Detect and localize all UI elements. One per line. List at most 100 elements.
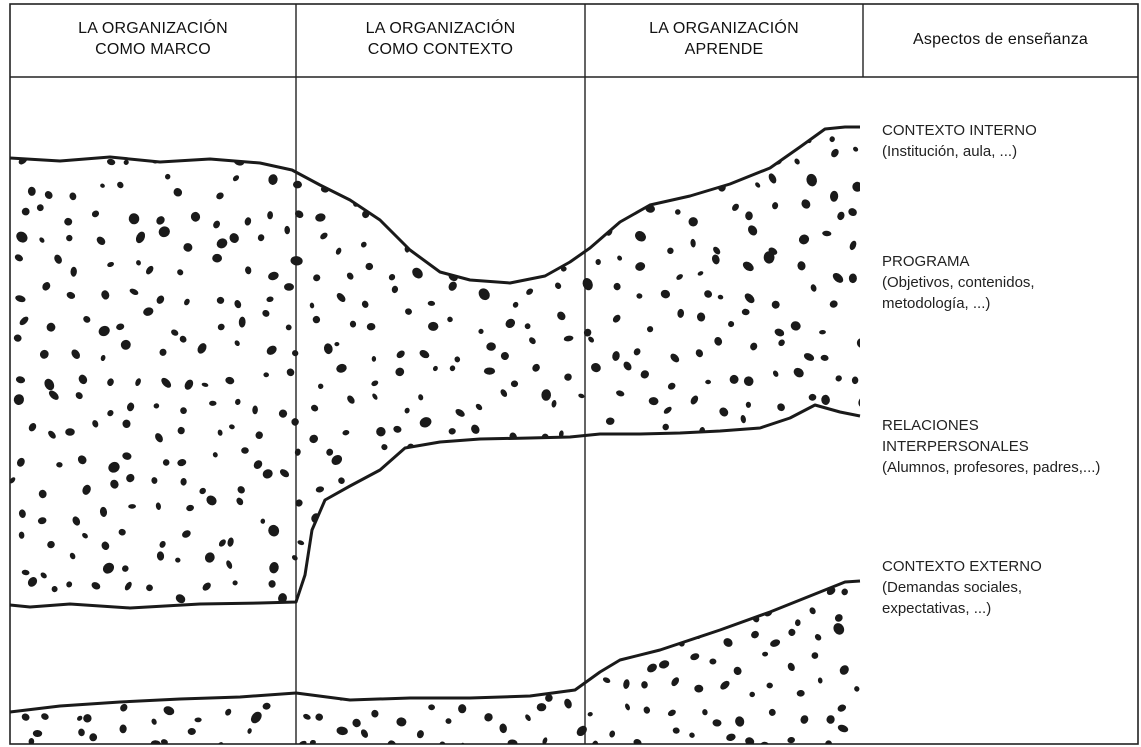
speckle-dot [100,354,106,362]
speckle-dot [164,173,171,180]
speckle-dot [644,435,655,445]
speckle-dot [720,529,727,536]
speckle-dot [482,268,490,275]
speckle-dot [714,604,720,612]
speckle-dot [151,718,157,725]
speckle-dot [98,325,110,337]
speckle-dot [440,472,448,479]
upper-region-top-boundary [9,125,860,285]
speckle-dot [446,584,454,592]
speckle-dot [292,350,299,357]
speckle-dot [82,532,88,539]
speckle-dot [93,633,100,641]
speckle-dot [585,600,596,612]
speckle-dot [226,134,235,143]
speckle-dot [562,623,574,635]
speckle-dot [107,378,114,387]
speckle-dot [744,293,755,304]
speckle-dot [701,482,713,493]
speckle-dot [834,614,843,622]
upper-region-bottom-boundary [9,403,861,610]
speckle-dot [268,174,278,185]
speckle-dot [469,559,479,568]
speckle-dot [447,316,453,323]
speckle-dot [37,636,45,646]
speckle-dot [393,425,402,433]
speckle-dot [526,288,534,295]
speckle-dot [667,247,674,254]
speckle-dot [532,506,540,515]
speckle-dot [418,613,429,624]
speckle-dot [397,539,405,548]
speckle-dot [376,427,386,437]
speckle-dot [696,312,706,322]
speckle-dot [487,613,495,620]
speckle-dot [690,653,700,661]
speckle-dot [581,127,591,134]
speckle-dot [477,602,486,610]
speckle-dot [822,230,832,237]
speckle-dot [748,489,757,498]
speckle-dot [728,469,739,478]
speckle-dot [780,487,787,494]
speckle-dot [41,688,53,696]
speckle-dot [454,356,461,363]
speckle-dot [194,717,202,723]
speckle-dot [472,501,482,510]
aspect-contexto-externo-detail-1: (Demandas sociales, [882,579,1023,596]
speckle-dot [478,288,490,301]
speckle-dot [500,352,509,360]
speckle-dot [538,165,547,176]
speckle-dot [787,662,795,672]
speckle-dot [10,477,16,484]
speckle-dot [829,551,837,559]
speckle-dot [360,241,367,248]
speckle-dot [235,398,241,405]
speckle-dot [526,185,533,193]
speckle-dot [344,538,352,547]
speckle-dot [440,525,449,534]
speckle-dot [317,159,325,165]
speckle-dot [525,714,531,722]
speckle-dot [711,254,720,265]
speckle-dot [624,581,634,585]
speckle-dot [468,219,477,227]
speckle-dot [649,133,656,139]
speckle-dot [484,713,493,722]
speckle-dot [745,211,753,221]
speckle-dot [425,658,434,667]
speckle-dot [197,343,207,354]
speckle-dot [235,626,246,637]
speckle-dot [323,649,331,658]
speckle-dot [772,202,779,210]
speckle-dot [159,348,167,356]
speckle-dot [551,400,557,408]
speckle-dot [64,217,73,226]
speckle-dot [232,580,238,586]
speckle-dot [670,562,677,568]
speckle-dot [797,261,806,271]
speckle-dot [162,459,170,466]
speckle-dot [377,598,385,606]
speckle-dot [336,363,347,373]
speckle-dot [803,353,815,361]
column-header-aprende-line2: APRENDE [684,41,764,58]
speckle-dot [693,565,703,577]
speckle-dot [374,127,384,132]
speckle-dot [500,221,508,228]
speckle-dot [563,659,569,666]
speckle-dot [216,192,224,200]
aspect-relaciones-detail-1: INTERPERSONALES [882,438,1029,455]
speckle-dot [448,281,457,291]
speckle-dot [485,580,493,589]
speckle-dot [294,448,301,456]
speckle-dot [468,472,478,480]
speckle-dot [586,477,596,484]
aspect-contexto-interno-title: CONTEXTO INTERNO [882,122,1037,139]
speckle-dot [293,180,302,189]
speckle-dot [116,323,125,331]
speckle-dot [717,590,724,598]
column-header-aspectos-line1: Aspectos de enseñanza [913,30,1088,48]
speckle-dot [510,380,519,388]
speckle-dot [161,377,172,388]
